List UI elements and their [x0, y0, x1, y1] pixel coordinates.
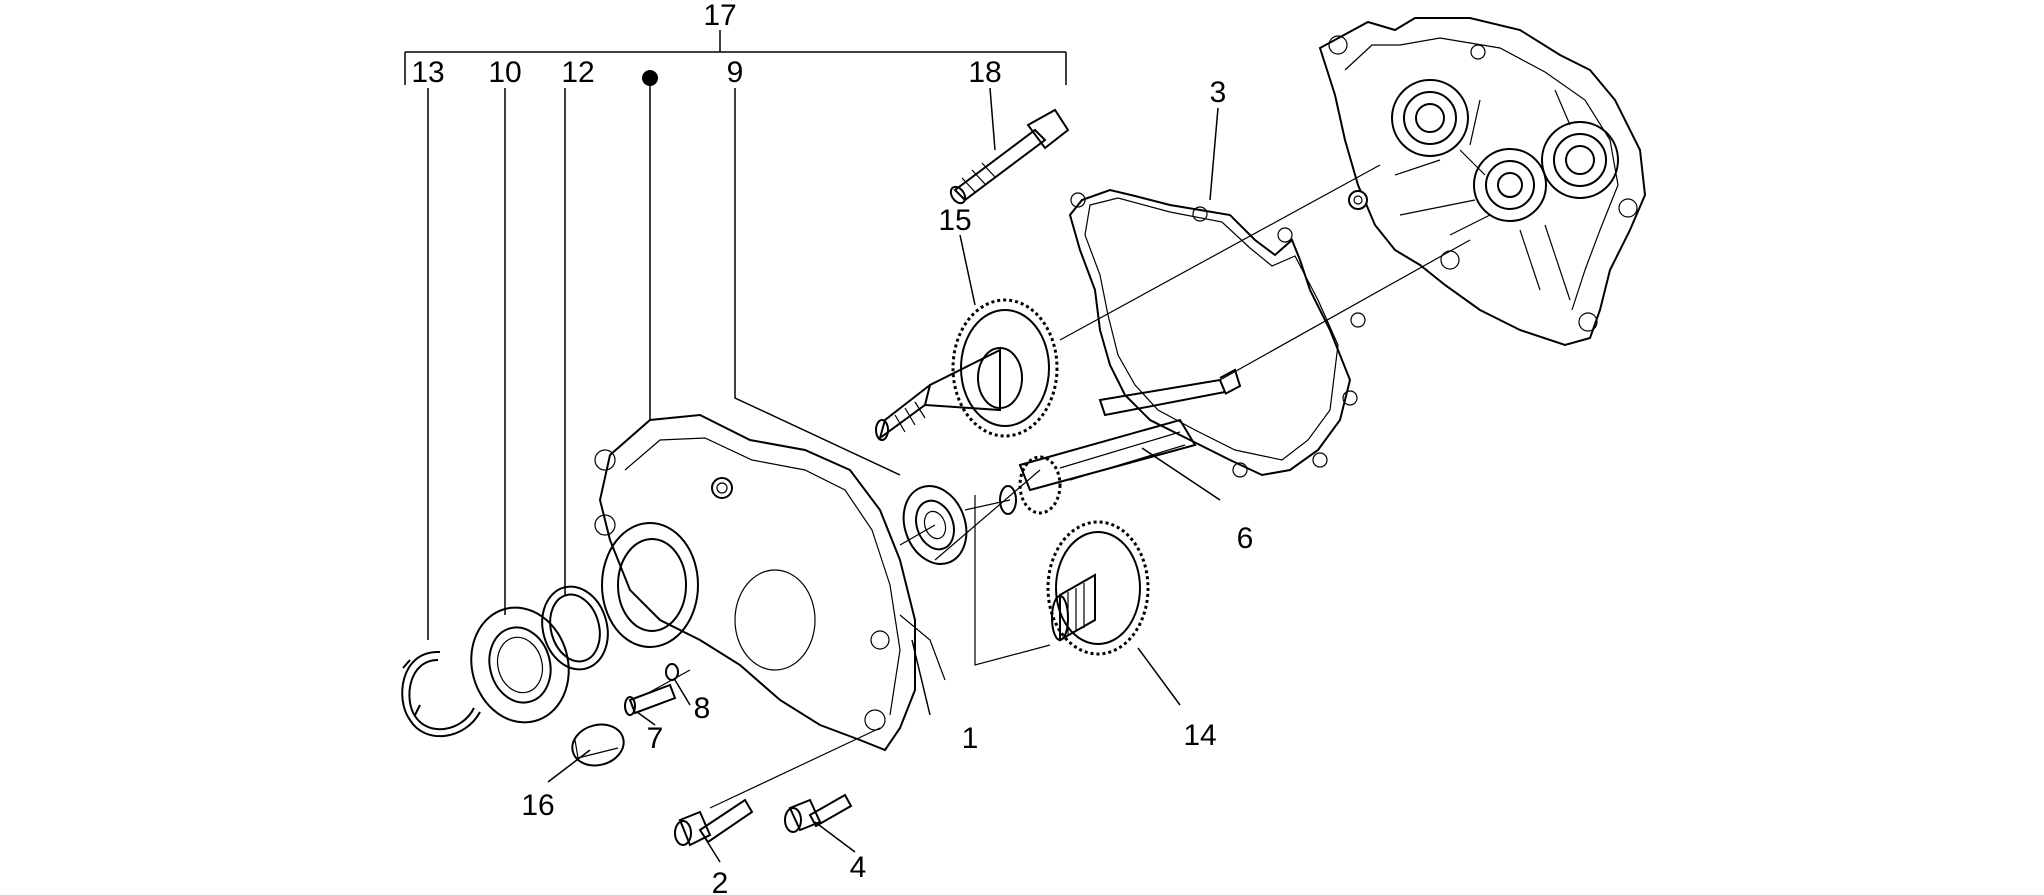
- gear-15: [875, 298, 1059, 441]
- callout-17: 17: [703, 0, 736, 32]
- callout-14: 14: [1183, 719, 1216, 752]
- gearbox-housing: [1318, 17, 1647, 347]
- bolt-4: [784, 793, 853, 833]
- callout-15: 15: [938, 204, 971, 237]
- screw-18: [949, 108, 1070, 205]
- gasket-3: [1068, 188, 1366, 478]
- gear-14: [1046, 520, 1150, 656]
- callout-1: 1: [962, 722, 979, 755]
- callout-2: 2: [712, 867, 729, 895]
- shaft-6: [999, 368, 1242, 515]
- callout-12: 12: [561, 56, 594, 89]
- callout-7: 7: [647, 722, 664, 755]
- circlip-13: [401, 650, 481, 738]
- callout-4: 4: [850, 851, 867, 884]
- bolt-7: [624, 683, 677, 716]
- bearing-bracket: [974, 495, 1051, 666]
- callout-dot: [642, 70, 658, 86]
- callout-13: 13: [411, 56, 444, 89]
- bearing-9: [902, 485, 968, 565]
- ring-12: [541, 585, 609, 671]
- plug-16: [571, 723, 625, 767]
- callout-10: 10: [488, 56, 521, 89]
- alignment-lines: [649, 164, 1471, 809]
- cover-1: [594, 413, 946, 752]
- callout-9: 9: [727, 56, 744, 89]
- callout-3: 3: [1210, 76, 1227, 109]
- callout-18: 18: [968, 56, 1001, 89]
- callout-8: 8: [694, 692, 711, 725]
- leader-lines: [427, 80, 1221, 863]
- callout-6: 6: [1237, 522, 1254, 555]
- callout-labels: 17 13 10 12 9 18 3 15 6 8 7 1 14 16 4 2: [411, 0, 1253, 895]
- callout-16: 16: [521, 789, 554, 822]
- group-17-bracket: [404, 30, 1067, 85]
